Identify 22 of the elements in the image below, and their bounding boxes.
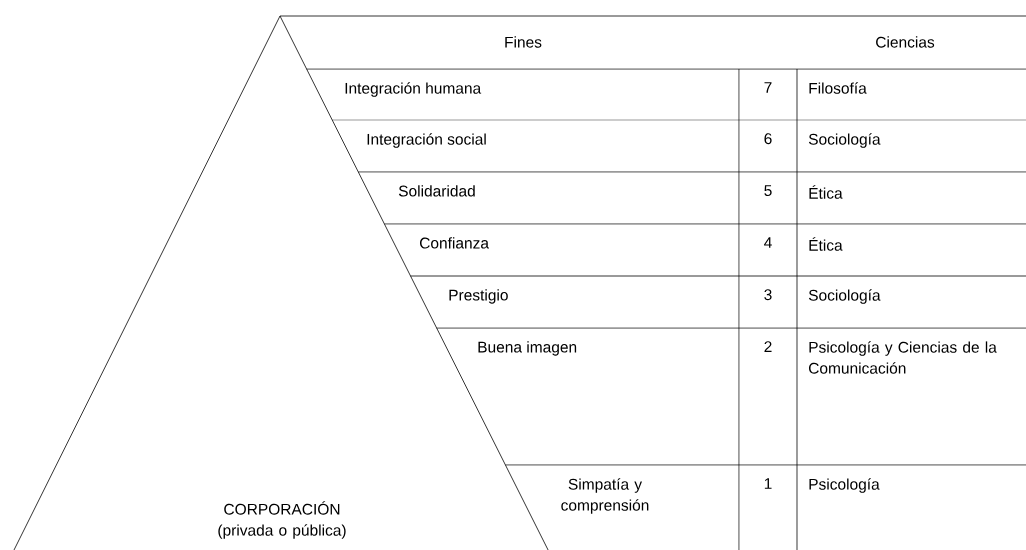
table-cell: Solidaridad bbox=[398, 185, 475, 197]
table-cell: Filosofía bbox=[809, 82, 867, 94]
table-cell: 3 bbox=[764, 289, 772, 301]
table-cell: 4 bbox=[764, 237, 772, 248]
table-cell: Sociología bbox=[808, 133, 881, 148]
table-cell: Buena imagen bbox=[478, 341, 577, 356]
column-header: Fines bbox=[505, 36, 542, 48]
table-cell: Sociología bbox=[808, 289, 881, 304]
table-cell: 7 bbox=[764, 82, 772, 93]
table-cell: 6 bbox=[764, 133, 772, 145]
table-cell: Psicología y Ciencias de la Comunicación bbox=[809, 341, 997, 374]
table-cell: Prestigio bbox=[449, 289, 508, 304]
table-cell: Integración social bbox=[367, 133, 486, 148]
table-cell: Integración humana bbox=[345, 82, 482, 97]
table-cell: Psicología bbox=[809, 478, 880, 493]
table-cell: Confianza bbox=[420, 237, 489, 249]
table-cell: 5 bbox=[764, 185, 772, 197]
table-cell: Ética bbox=[809, 185, 843, 199]
column-header: Ciencias bbox=[876, 36, 935, 48]
table-cell: 1 bbox=[764, 478, 772, 489]
table-cell: 2 bbox=[764, 341, 772, 353]
table-cell: Ética bbox=[809, 237, 843, 251]
